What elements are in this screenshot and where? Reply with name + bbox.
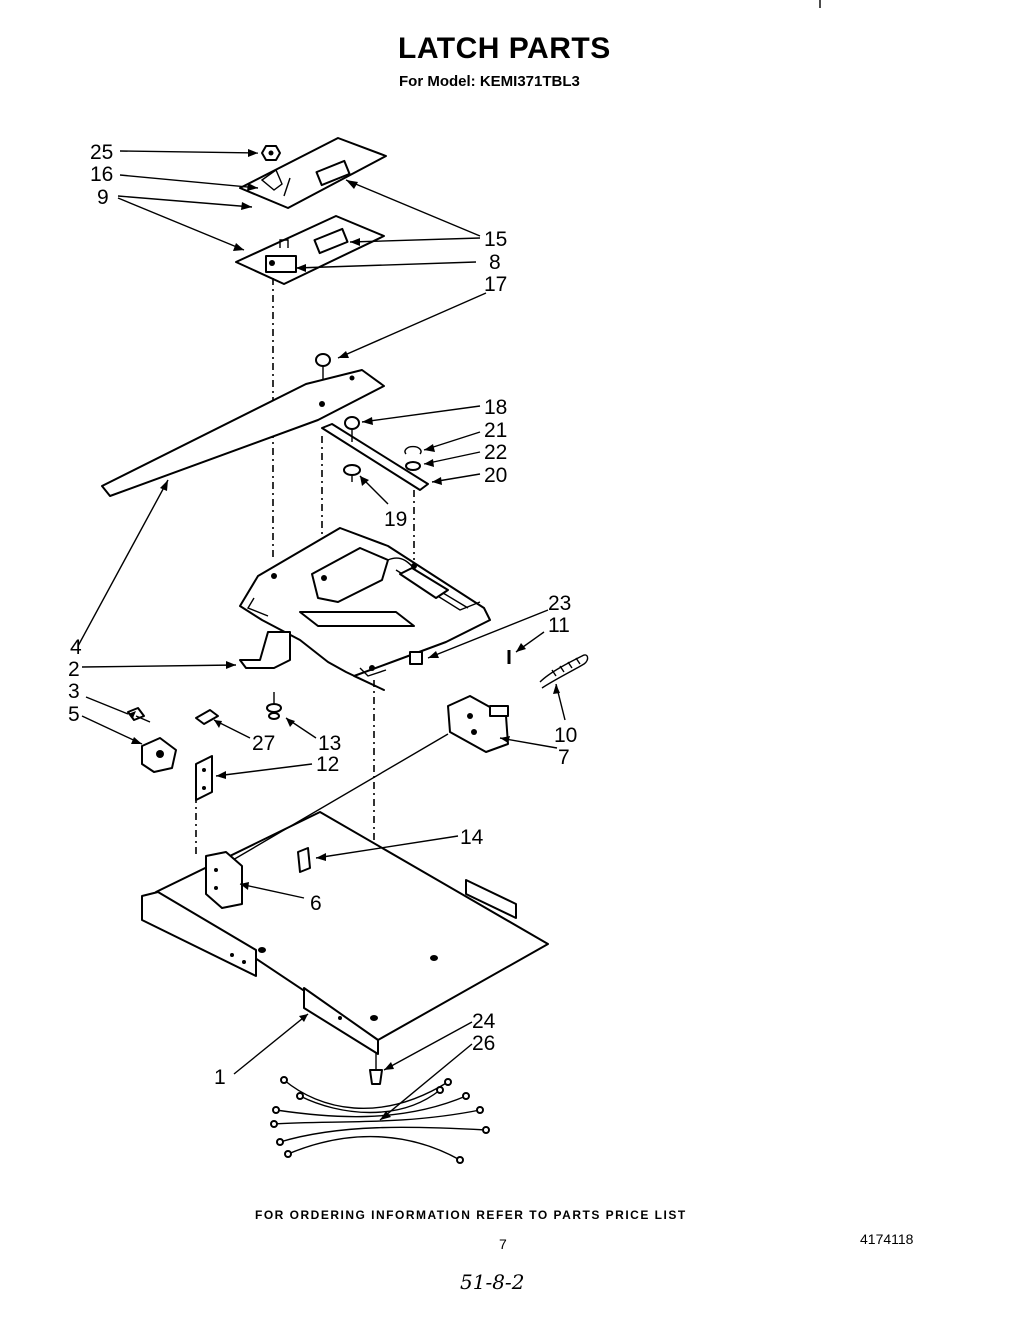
page-number: 7 — [499, 1236, 507, 1252]
callout-4: 4 — [70, 636, 82, 659]
washer-22 — [405, 461, 421, 471]
screw-24 — [369, 1052, 383, 1085]
rivet-18 — [344, 416, 360, 442]
callout-20: 20 — [484, 464, 507, 487]
link-bar-20 — [321, 423, 429, 491]
handwritten-note: 51-8-2 — [460, 1270, 525, 1294]
callout-18: 18 — [484, 396, 507, 419]
tab-2 — [239, 631, 291, 669]
clip-21 — [404, 445, 422, 455]
switch-5 — [141, 737, 177, 773]
callout-21: 21 — [484, 419, 507, 442]
callout-25: 25 — [90, 141, 113, 164]
callout-13: 13 — [318, 732, 341, 755]
callout-3: 3 — [68, 680, 80, 703]
callout-9: 9 — [97, 186, 109, 209]
roller-27 — [195, 709, 219, 725]
nut-23 — [409, 651, 423, 665]
wire-harness-26 — [270, 1076, 490, 1164]
callout-2: 2 — [68, 658, 80, 681]
latch-arm-4 — [101, 369, 385, 497]
callout-16: 16 — [90, 163, 113, 186]
upper-switch-bracket — [239, 137, 387, 209]
bracket-6 — [205, 851, 243, 909]
page-title: LATCH PARTS — [398, 32, 611, 65]
tab-14 — [297, 847, 311, 873]
callout-7: 7 — [558, 746, 570, 769]
callout-17: 17 — [484, 273, 507, 296]
callout-27: 27 — [252, 732, 275, 755]
base-plate-1 — [141, 733, 549, 1055]
callout-12: 12 — [316, 753, 339, 776]
callout-11: 11 — [548, 614, 570, 637]
latch-housing-7 — [447, 695, 509, 753]
callout-10: 10 — [554, 724, 577, 747]
callout-26: 26 — [472, 1032, 495, 1055]
callout-23: 23 — [548, 592, 571, 615]
lower-switch-bracket — [235, 215, 385, 285]
ordering-note: FOR ORDERING INFORMATION REFER TO PARTS … — [255, 1208, 687, 1222]
washer-19 — [343, 464, 361, 482]
spring-10 — [539, 654, 589, 689]
callout-1: 1 — [214, 1066, 226, 1089]
model-line: For Model: KEMI371TBL3 — [399, 73, 580, 90]
document-number: 4174118 — [860, 1231, 914, 1247]
leader-lines — [77, 150, 566, 1121]
callout-14: 14 — [460, 826, 484, 849]
callout-22: 22 — [484, 441, 507, 464]
arrow-heads — [128, 149, 560, 1120]
callout-5: 5 — [68, 703, 80, 726]
screw-13 — [266, 692, 282, 720]
callout-8: 8 — [489, 251, 501, 274]
callout-labels: 25 16 9 15 8 17 18 21 22 20 19 4 23 11 2… — [68, 141, 577, 1089]
nut-25 — [261, 145, 281, 161]
callout-6: 6 — [310, 892, 322, 915]
latch-base-plate — [239, 527, 491, 691]
bracket-12 — [195, 755, 213, 801]
callout-24: 24 — [472, 1010, 496, 1033]
callout-19: 19 — [384, 508, 407, 531]
callout-15: 15 — [484, 228, 507, 251]
